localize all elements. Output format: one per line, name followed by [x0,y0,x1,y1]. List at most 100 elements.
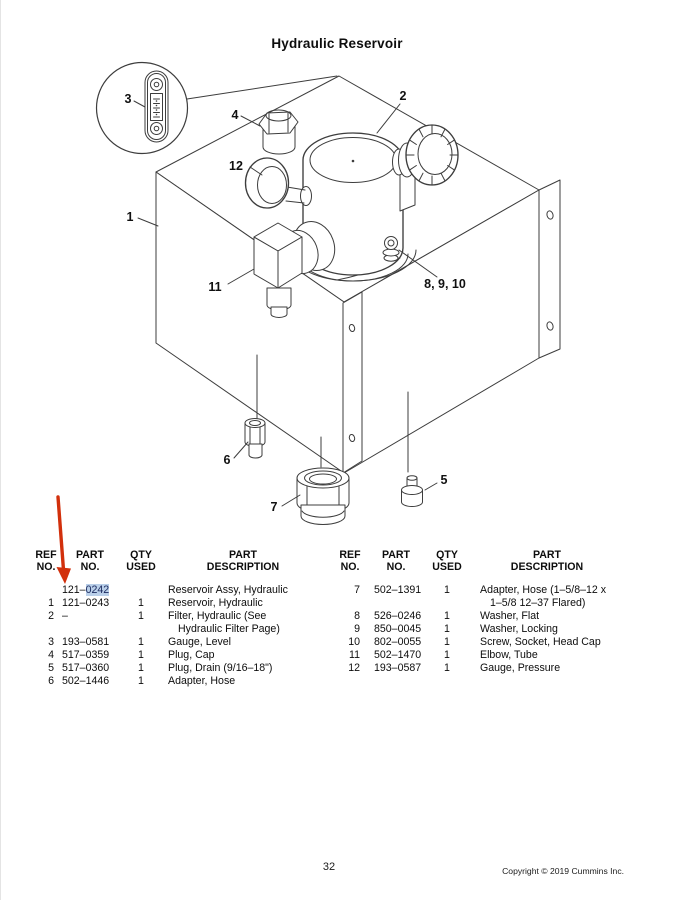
cell-desc: Gauge, Pressure [480,661,561,674]
table-row: 12 193–0587 1 Gauge, Pressure [333,662,663,675]
cell-part: 502–1391 [374,584,422,597]
cell-qty: 1 [444,622,450,635]
cell-ref: 6 [48,674,54,687]
cell-part: 502–1446 [62,674,110,687]
cell-ref: 7 [354,584,360,597]
right-mounting-flange [538,179,561,359]
cell-desc: Plug, Drain (9/16–18") [168,661,273,674]
page-number: 32 [322,861,336,873]
cell-ref: 1 [48,597,54,610]
hose-adapter-fitting [244,418,266,459]
cell-desc: Gauge, Level [168,635,232,648]
fill-cap [392,124,459,212]
callout-screw-group: 8, 9, 10 [424,277,466,291]
cell-qty: 1 [138,648,144,661]
cell-part: 526–0246 [374,610,422,622]
cell-ref: 3 [48,635,54,648]
cell-part: 121–0242 [61,584,119,597]
highlighted-part-number: 0242 [85,584,110,597]
cell-qty: 1 [444,661,450,674]
table-row: 6 502–1446 1 Adapter, Hose [31,675,341,688]
callout-pressure-gauge: 12 [229,159,243,173]
cell-part: 121–0243 [62,597,110,610]
screw-stack [382,236,400,262]
cell-desc: Screw, Socket, Head Cap [480,635,601,648]
cell-qty: 1 [138,635,144,648]
pressure-gauge [244,157,312,209]
callout-labels: 1 2 3 4 5 6 7 8, 9, 10 11 12 [125,89,466,514]
callout-plug-drain: 5 [441,473,448,487]
leader-lines [133,100,438,507]
cell-qty: 1 [138,674,144,687]
table-row: 3 193–0581 1 Gauge, Level [31,636,341,649]
cell-qty: 1 [444,584,450,597]
part-number-prefix: 121– [62,584,86,597]
cell-part: – [62,610,68,622]
cell-ref: 4 [48,648,54,661]
table-row: 121–0242 Reservoir Assy, Hydraulic [31,584,341,597]
callout-adapter-hose: 6 [224,453,231,467]
level-gauge-detail [95,61,338,155]
red-arrow-annotation-icon [56,495,71,584]
table-row: 1 121–0243 1 Reservoir, Hydraulic [31,597,341,610]
cell-desc: Washer, Locking [480,622,558,635]
cell-ref: 11 [349,648,360,661]
drain-plug-small [401,475,423,507]
cell-ref: 8 [354,610,360,622]
cell-ref [31,584,61,597]
page-title: Hydraulic Reservoir [271,36,403,51]
cell-part: 193–0581 [62,635,110,648]
cell-ref: 10 [348,635,360,648]
callout-plug-large: 7 [271,500,278,514]
cell-qty: 1 [138,661,144,674]
cell-qty: 1 [444,648,450,661]
cell-desc: Elbow, Tube [480,648,538,661]
copyright-text: Copyright © 2019 Cummins Inc. [502,866,624,876]
table-row: 5 517–0360 1 Plug, Drain (9/16–18") [31,662,341,675]
callout-plug-cap: 4 [232,108,239,122]
table-row: 4 517–0359 1 Plug, Cap [31,649,341,662]
table-row: 11 502–1470 1 Elbow, Tube [333,649,663,662]
cell-ref: 12 [348,661,360,674]
cap-plug [258,109,299,155]
cell-qty: 1 [444,610,450,622]
table-row: 8 526–0246 1 Washer, Flat [333,610,663,623]
cell-qty: 1 [444,635,450,648]
cell-part: 193–0587 [374,661,422,674]
cell-desc: Plug, Cap [168,648,215,661]
elbow-fitting [253,222,303,318]
cell-part: 802–0055 [374,635,422,648]
drain-plug-large [296,467,350,525]
callout-fill-cap: 2 [400,89,407,103]
callout-tank: 1 [127,210,134,224]
cell-desc: Washer, Flat [480,610,540,622]
cell-ref: 2 [48,610,54,622]
cell-desc: Reservoir Assy, Hydraulic [168,584,288,597]
cell-desc: Adapter, Hose [168,674,236,687]
cell-part: 850–0045 [374,622,422,635]
cell-part: 517–0359 [62,648,110,661]
cell-qty [119,584,163,597]
cell-qty: 1 [138,610,144,622]
callout-level-gauge: 3 [125,92,132,106]
cell-ref: 5 [48,661,54,674]
front-mounting-flange [342,291,363,474]
pump-assembly [244,109,459,318]
cell-qty: 1 [138,597,144,610]
cell-part: 502–1470 [374,648,422,661]
table-row: 9 850–0045 1 Washer, Locking [333,623,663,636]
